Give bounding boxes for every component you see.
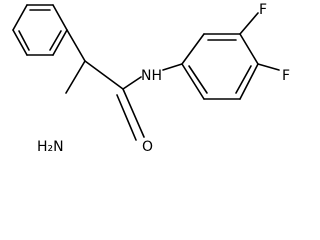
bond-aryl-to-fluorine-bottom [257, 63, 280, 71]
carbonyl-oxygen-label: O [142, 139, 153, 155]
phenyl-bond [52, 29, 68, 56]
phenyl-bond [12, 29, 28, 56]
bond-carbonyl-to-oxygen-double [116, 94, 137, 141]
phenyl-ring [12, 4, 68, 56]
aryl-bond [239, 63, 259, 100]
aryl-bond [181, 33, 205, 65]
phenyl-bond [12, 4, 28, 31]
difluorophenyl-ring [181, 12, 280, 100]
bond-ring-to-alpha-carbon [66, 29, 86, 62]
bond-carbonyl-to-oxygen [122, 88, 145, 138]
aryl-bond [239, 33, 259, 65]
fluorine-top-label: F [259, 2, 267, 18]
aryl-double-bond [188, 65, 208, 94]
phenyl-double-bond [49, 30, 62, 51]
phenyl-bond [52, 4, 68, 31]
amide-nitrogen-label: NH [141, 68, 162, 84]
amine-label: H₂N [37, 139, 64, 155]
bond-carbonyl-to-nh [122, 76, 142, 90]
phenyl-double-bond [18, 30, 30, 51]
bond-aryl-to-fluorine-top [239, 12, 259, 35]
aryl-double-bond [235, 65, 252, 94]
bond-nh-to-aryl [162, 63, 183, 71]
molecule-svg: H₂N NH O F F [12, 2, 290, 155]
fluorine-bottom-label: F [282, 68, 290, 84]
bond-alpha-carbon-to-nh2 [65, 60, 86, 94]
bond-alpha-carbon-to-carbonyl [84, 60, 124, 90]
aryl-bond [181, 63, 205, 100]
structure-diagram: H₂N NH O F F [12, 2, 290, 155]
